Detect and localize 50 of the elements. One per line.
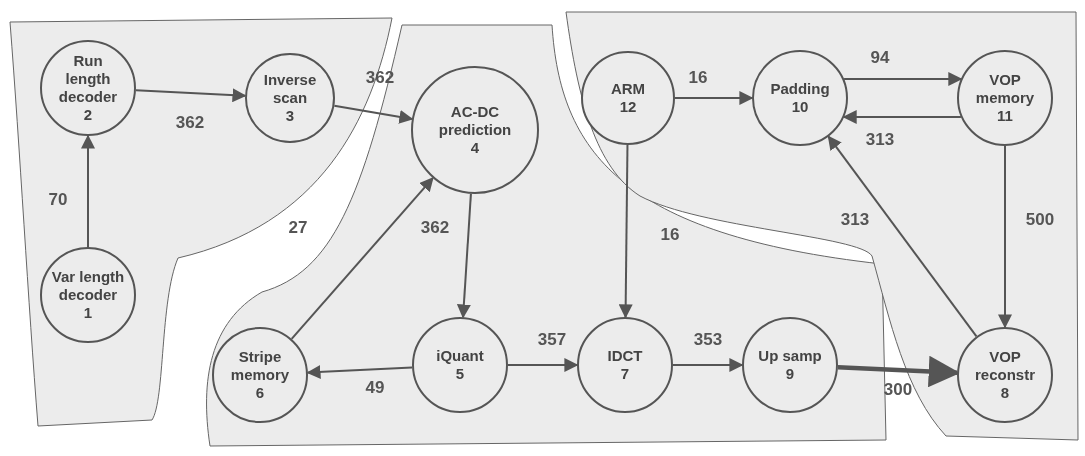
edge-label: 353 (693, 329, 723, 352)
edge-label: 16 (660, 224, 680, 247)
node-number: 11 (997, 107, 1013, 125)
node-number: 12 (619, 98, 637, 116)
node-name: VOP reconstr (974, 348, 1036, 384)
edge-label: 16 (688, 67, 708, 90)
node-name: AC-DC prediction (437, 103, 513, 139)
node-number: 4 (470, 139, 480, 157)
arrow (998, 145, 1012, 329)
arrow (507, 358, 579, 372)
node-name: VOP memory (974, 71, 1036, 107)
node-name: Var length decoder (50, 268, 126, 304)
node-number: 9 (785, 365, 795, 383)
edge-label: 94 (870, 47, 890, 70)
arrow (674, 91, 754, 105)
edge-label: 362 (365, 67, 395, 90)
edge-label: 300 (883, 379, 913, 402)
node-name: iQuant (436, 347, 484, 365)
node-name: ARM (610, 80, 646, 98)
node-number: 5 (455, 365, 465, 383)
edge-label: 49 (365, 377, 385, 400)
node-number: 6 (255, 384, 265, 402)
node-number: 2 (83, 106, 93, 124)
arrow (827, 135, 978, 338)
edge-label: 357 (537, 329, 567, 352)
node-name: Inverse scan (262, 71, 318, 107)
node-number: 7 (620, 365, 630, 383)
edge-label: 70 (48, 189, 68, 212)
node-number: 3 (285, 107, 295, 125)
node-number: 1 (83, 304, 93, 322)
node-name: Up samp (758, 347, 822, 365)
arrow (81, 134, 95, 248)
node-name: Run length decoder (57, 52, 119, 106)
arrow (456, 192, 472, 319)
edge-label: 362 (175, 112, 205, 135)
edge-label: 500 (1025, 209, 1055, 232)
edge-label: 362 (420, 217, 450, 240)
edge-label: 313 (840, 209, 870, 232)
node-number: 8 (1000, 384, 1010, 402)
arrow (672, 358, 744, 372)
node-name: IDCT (607, 347, 643, 365)
node-name: Padding (770, 80, 830, 98)
edge-label: 313 (865, 129, 895, 152)
node-name: Stripe memory (229, 348, 291, 384)
arrow (290, 177, 434, 340)
arrow (843, 72, 963, 86)
node-number: 10 (791, 98, 809, 116)
arrow (842, 110, 962, 124)
arrow (618, 144, 633, 319)
edge-label: 27 (288, 217, 308, 240)
